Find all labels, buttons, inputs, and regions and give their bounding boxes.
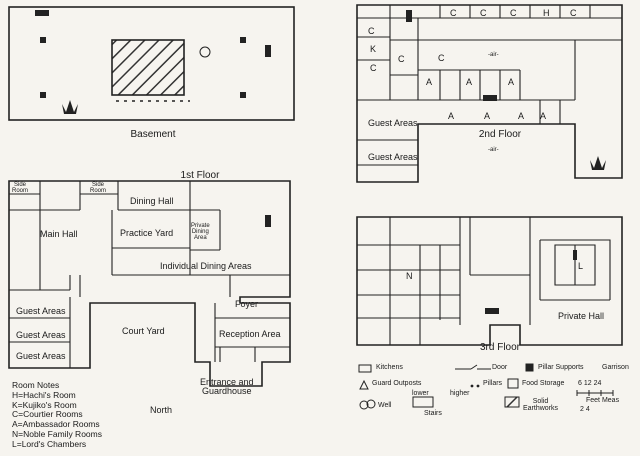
legend-pillar-supports: Pillar Supports — [538, 364, 584, 371]
room-letter-lord: L — [578, 261, 584, 271]
side-room-1: Side Room — [12, 182, 29, 194]
pillar-support-icon — [240, 37, 246, 43]
room-letter: C — [370, 63, 377, 73]
third-floor-outline — [356, 216, 623, 346]
side-room-2: Side Room — [90, 182, 107, 194]
room-letter: K — [370, 44, 377, 54]
room-letter: C — [438, 53, 445, 63]
foyer-label: Foyer — [235, 299, 259, 309]
stairs-icon — [265, 215, 271, 227]
entrance-label: Entrance and Guardhouse — [200, 377, 254, 396]
legend-feet: Feet Meas — [586, 397, 620, 404]
stairs-icon — [406, 10, 412, 22]
room-note: N=Noble Family Rooms — [12, 428, 102, 439]
guest-areas-1f-c: Guest Areas — [16, 351, 66, 361]
room-notes: Room Notes H=Hachi's Room K=Kujiko's Roo… — [12, 380, 102, 450]
air-label-1: -air- — [488, 52, 499, 58]
individual-dining-label: Individual Dining Areas — [160, 261, 252, 271]
legend-garrison: Garrison — [602, 364, 629, 371]
guard-outpost-icon — [359, 379, 369, 390]
room-letter: C — [510, 8, 517, 18]
room-letter: A — [484, 111, 491, 121]
reception-label: Reception Area — [219, 329, 281, 339]
legend-kitchens: Kitchens — [376, 364, 403, 371]
stairs-icon — [573, 250, 577, 260]
room-letter: A — [426, 77, 433, 87]
guest-areas-2f-b: Guest Areas — [368, 152, 418, 162]
room-letter-noble: N — [406, 271, 413, 281]
third-floor-title: 3rd Floor — [479, 342, 521, 353]
stairs-legend-icon — [412, 396, 434, 408]
room-letter: C — [480, 8, 487, 18]
private-dining-label: Private Dining Area — [191, 223, 210, 241]
legend-door: Door — [492, 364, 508, 371]
guest-areas-1f-b: Guest Areas — [16, 330, 66, 340]
north-label: North — [150, 405, 173, 415]
pillar-dot — [470, 384, 474, 388]
pillar-supports-icon — [525, 363, 534, 372]
legend-scale-values: 6 12 24 — [578, 380, 602, 387]
first-floor-outline — [8, 180, 291, 387]
scale-bar — [576, 390, 614, 396]
legend-guard-outposts: Guard Outposts — [372, 380, 422, 387]
room-letter: C — [450, 8, 457, 18]
room-letter: A — [466, 77, 473, 87]
court-yard-label: Court Yard — [122, 326, 165, 336]
room-note: L=Lord's Chambers — [12, 438, 87, 449]
room-letter: A — [518, 111, 525, 121]
legend-lower: lower — [412, 390, 429, 397]
solid-earthworks-icon — [504, 396, 520, 408]
legend-stairs: Stairs — [424, 410, 442, 417]
stairs-icon — [485, 308, 499, 314]
guest-areas-1f-a: Guest Areas — [16, 306, 66, 316]
room-notes-title: Room Notes — [12, 380, 60, 390]
legend-icons — [358, 363, 614, 410]
room-note: A=Ambassador Rooms — [12, 419, 100, 430]
well-icon — [366, 399, 376, 409]
second-floor-outline — [356, 4, 623, 183]
pillar-support-icon — [240, 92, 246, 98]
pillar-dot — [476, 384, 480, 388]
room-note: C=Courtier Rooms — [12, 409, 83, 420]
well-icon — [199, 46, 211, 58]
practice-yard-label: Practice Yard — [120, 228, 174, 238]
pillar-support-icon — [40, 92, 46, 98]
basement-solid-earthworks — [111, 39, 185, 96]
well-legend-icon — [359, 400, 369, 410]
legend-food-storage: Food Storage — [522, 380, 565, 387]
garrison-icon — [62, 100, 606, 170]
door-icon — [455, 364, 491, 370]
legend-well: Well — [378, 402, 392, 409]
room-note: K=Kujiko's Room — [12, 399, 77, 410]
stairs-icon — [265, 45, 271, 57]
guest-areas-2f-a: Guest Areas — [368, 118, 418, 128]
legend-solid-earthworks: Solid Earthworks — [523, 398, 559, 412]
room-letter: C — [368, 26, 375, 36]
room-letter: C — [570, 8, 577, 18]
room-letter: H — [543, 8, 550, 18]
food-storage-icon — [507, 378, 519, 389]
private-hall-label: Private Hall — [558, 311, 605, 321]
room-letter: A — [540, 111, 547, 121]
legend-scale-extra: 2 4 — [580, 406, 590, 413]
basement-outline — [8, 6, 295, 121]
room-letter: C — [398, 54, 405, 64]
room-note: H=Hachi's Room — [12, 389, 76, 400]
stairs-icon — [483, 95, 497, 101]
room-letter: A — [448, 111, 455, 121]
kitchens-icon — [358, 364, 372, 373]
stairs-icon — [35, 10, 49, 16]
air-label-2: -air- — [488, 147, 499, 153]
first-floor-title: 1st Floor — [180, 170, 220, 181]
room-letter: A — [508, 77, 515, 87]
legend-pillars: Pillars — [483, 380, 503, 387]
pillar-support-icon — [40, 37, 46, 43]
second-floor-title: 2nd Floor — [478, 129, 522, 140]
main-hall-label: Main Hall — [40, 229, 78, 239]
basement-title: Basement — [130, 129, 176, 140]
dining-hall-label: Dining Hall — [130, 196, 174, 206]
legend-higher: higher — [450, 390, 470, 397]
